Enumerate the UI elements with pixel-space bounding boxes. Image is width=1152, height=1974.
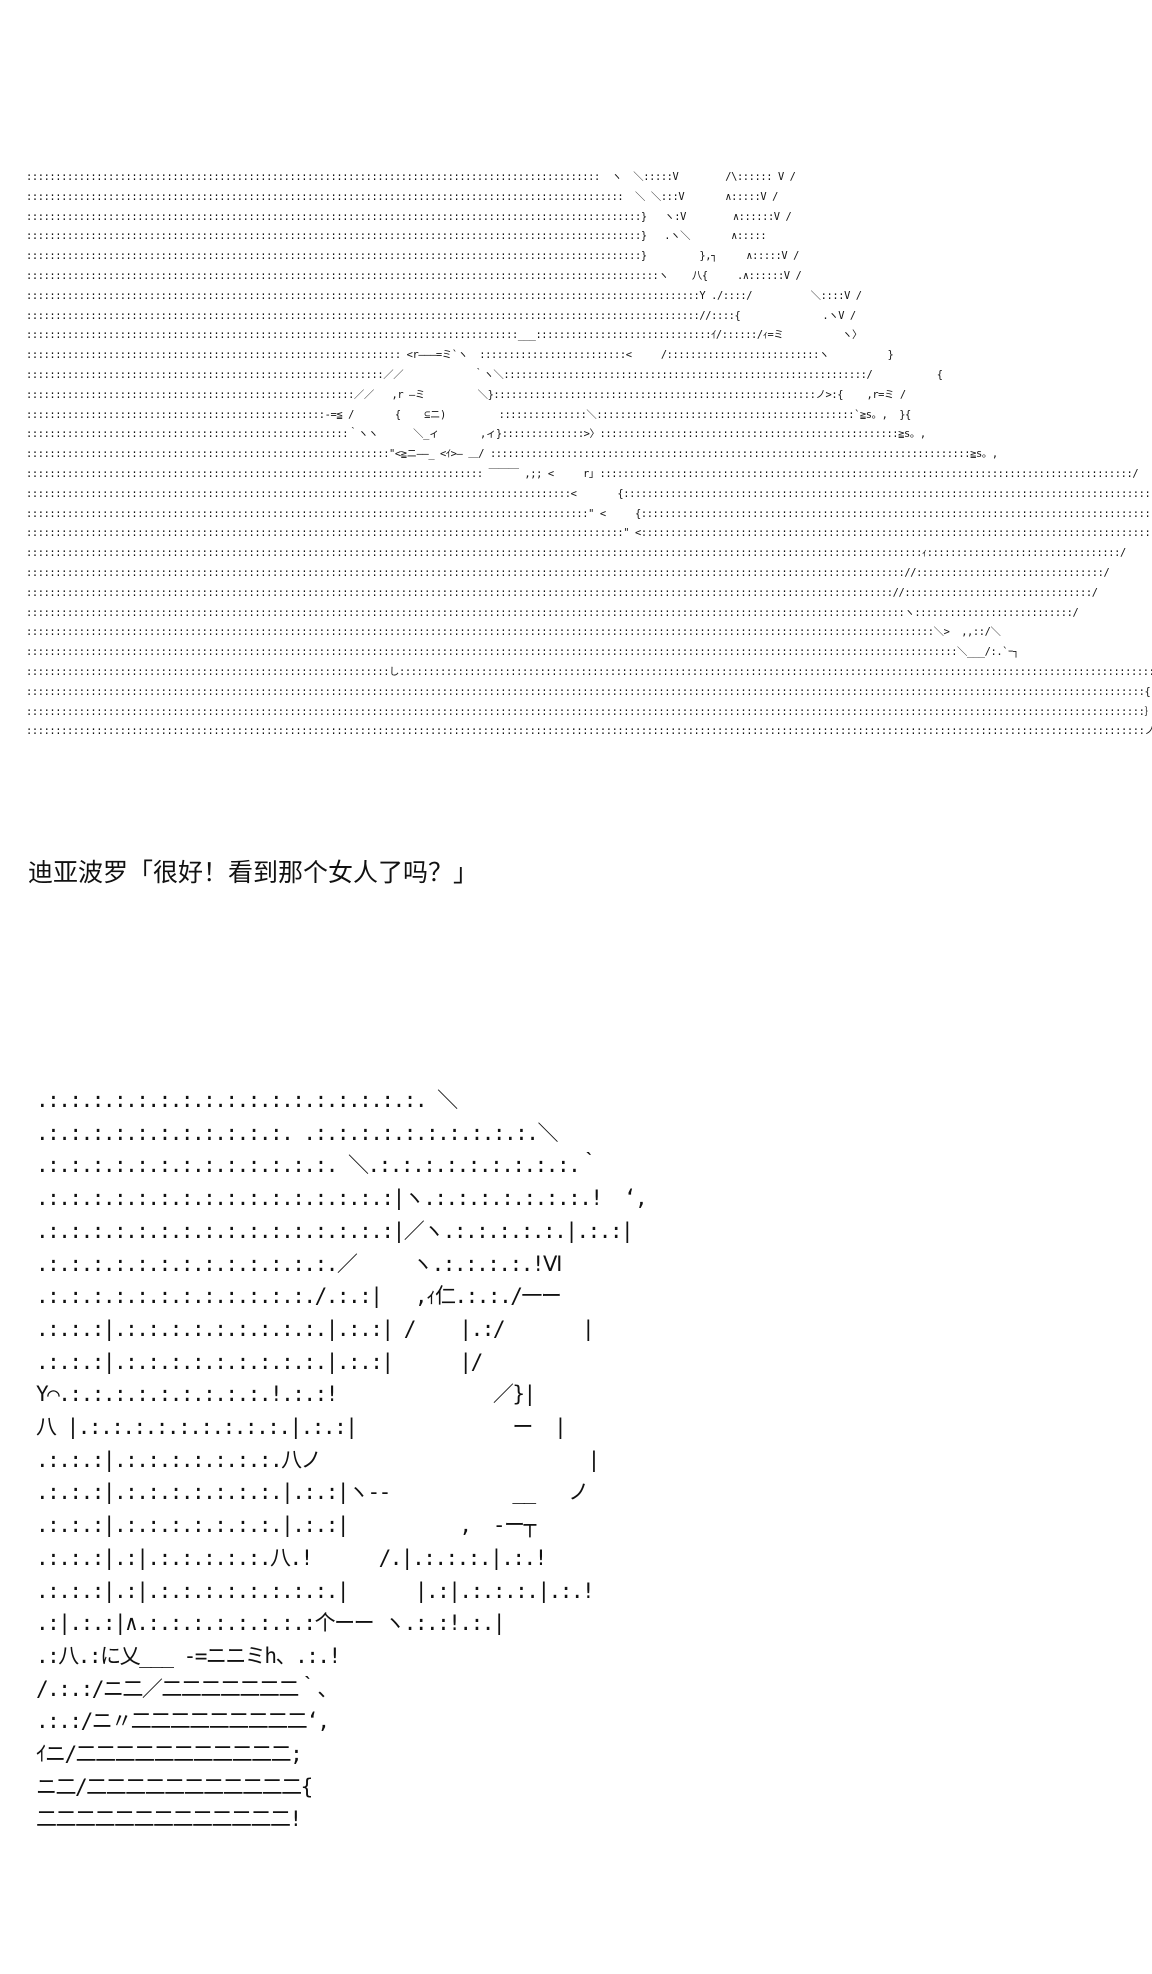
art-line: .:.:.:.:.:.:.:.:.:.:.:.:.:. ＼.:.:.:.:.:.… — [36, 1153, 600, 1178]
art-line: .:.:.:|.:.:.:.:.:.:.:.|.:.:|ヽ-- __ ノ — [36, 1480, 589, 1505]
art-line: .:.:.:.:.:.:.:.:.:.:.:.:.:.:.:.:.:. ＼ — [36, 1088, 458, 1112]
art-line: ::::::::::::::::::::::::::::::::::::::::… — [26, 725, 1152, 738]
art-line: .:.:.:|.:.:.:.:.:.:.:.:.:.|.:.:| / |.:/ … — [36, 1316, 595, 1341]
dialogue-caption: 迪亚波罗「很好！看到那个女人了吗？」 — [28, 858, 479, 887]
art-line: ::::::::::::::::::::::::::::::::::::::::… — [26, 665, 1152, 678]
art-line: ::::::::::::::::::::::::::::::::::::::::… — [26, 250, 799, 263]
art-line: ::::::::::::::::::::::::::::::::::::::::… — [26, 289, 862, 302]
art-line: .:.:.:.:.:.:.:.:.:.:.:.:.:.／ ヽ.:.:.:.:.!… — [36, 1251, 562, 1276]
ascii-art-top: ::::::::::::::::::::::::::::::::::::::::… — [26, 168, 1152, 742]
art-line: .:八.:に乂___ -=ニニミh、.:.! — [36, 1643, 341, 1668]
art-line: ::::::::::::::::::::::::::::::::::::::::… — [26, 566, 1110, 579]
art-line: ::::::::::::::::::::::::::::::::::::::::… — [26, 388, 906, 401]
art-line: ::::::::::::::::::::::::::::::::::::::::… — [26, 428, 926, 441]
ascii-art-bottom: .:.:.:.:.:.:.:.:.:.:.:.:.:.:.:.:.:. ＼ .:… — [36, 1084, 648, 1836]
art-line: .:.:.:|.:|.:.:.:.:.:.八.! /.|.:.:.:.|.:.! — [36, 1545, 547, 1570]
art-line: ::::::::::::::::::::::::::::::::::::::::… — [26, 606, 1079, 619]
art-line: ::::::::::::::::::::::::::::::::::::::::… — [26, 685, 1151, 698]
art-line: ::::::::::::::::::::::::::::::::::::::::… — [26, 626, 1001, 639]
art-line: ｲニ/二二二二二二二二二二二; — [36, 1742, 303, 1767]
art-line: .:.:.:|.:.:.:.:.:.:.:.八ノ | — [36, 1447, 600, 1472]
art-line: ::::::::::::::::::::::::::::::::::::::::… — [26, 309, 856, 322]
art-line: .:.:.:|.:.:.:.:.:.:.:.|.:.:| , -ー┬ — [36, 1513, 536, 1538]
art-line: 二二二二二二二二二二二二二! — [36, 1807, 302, 1832]
art-line: ::::::::::::::::::::::::::::::::::::::::… — [26, 507, 1152, 520]
art-line: ::::::::::::::::::::::::::::::::::::::::… — [26, 269, 802, 282]
art-line: ::::::::::::::::::::::::::::::::::::::::… — [26, 349, 894, 362]
art-line: ::::::::::::::::::::::::::::::::::::::::… — [26, 368, 943, 381]
art-line: .:.:.:.:.:.:.:.:.:.:.:.:.:.:.:.:|／ヽ.:.:.… — [36, 1218, 634, 1243]
art-line: /.:.:/ニ二／二二二二二二二｀、 — [36, 1676, 338, 1701]
art-line: .:.:.:.:.:.:.:.:.:.:.:.:./.:.:| ,ｨ仁.:.:.… — [36, 1284, 562, 1309]
art-line: ::::::::::::::::::::::::::::::::::::::::… — [26, 190, 778, 203]
art-line: .:.:.:|.:|.:.:.:.:.:.:.:.:.| |.:|.:.:.:.… — [36, 1578, 595, 1603]
art-line: ::::::::::::::::::::::::::::::::::::::::… — [26, 210, 792, 223]
art-line: ::::::::::::::::::::::::::::::::::::::::… — [26, 527, 1152, 540]
art-line: ::::::::::::::::::::::::::::::::::::::::… — [26, 171, 796, 183]
art-line: ::::::::::::::::::::::::::::::::::::::::… — [26, 448, 998, 461]
art-line: .:.:.:.:.:.:.:.:.:.:.:.:.:.:.:.:|ヽ.:.:.:… — [36, 1186, 648, 1211]
art-line: ::::::::::::::::::::::::::::::::::::::::… — [26, 547, 1126, 560]
art-line: ::::::::::::::::::::::::::::::::::::::::… — [26, 646, 1019, 659]
art-line: ::::::::::::::::::::::::::::::::::::::::… — [26, 408, 911, 421]
art-line: ::::::::::::::::::::::::::::::::::::::::… — [26, 329, 862, 342]
art-line: ::::::::::::::::::::::::::::::::::::::::… — [26, 467, 1139, 480]
art-line: Y⌒.:.:.:.:.:.:.:.:.:.!.:.:! ／}| — [36, 1382, 536, 1407]
art-line: .:|.:.:|∧.:.:.:.:.:.:.:.:个ーー ヽ.:.:!.:.| — [36, 1611, 506, 1636]
art-line: ::::::::::::::::::::::::::::::::::::::::… — [26, 586, 1098, 599]
art-line: ::::::::::::::::::::::::::::::::::::::::… — [26, 487, 1152, 500]
art-line: .:.:.:|.:.:.:.:.:.:.:.:.:.|.:.:| |/ — [36, 1349, 483, 1374]
art-line: ::::::::::::::::::::::::::::::::::::::::… — [26, 230, 767, 243]
art-line: .:.:/ニ〃二二二二二二二二二‘, — [36, 1709, 330, 1734]
art-line: ::::::::::::::::::::::::::::::::::::::::… — [26, 705, 1152, 718]
art-line: .:.:.:.:.:.:.:.:.:.:.:. .:.:.:.:.:.:.:.:… — [36, 1120, 558, 1145]
art-line: ニ二/二二二二二二二二二二二{ — [36, 1774, 313, 1799]
art-line: 八 |.:.:.:.:.:.:.:.:.:.|.:.:| ー | — [36, 1415, 567, 1440]
